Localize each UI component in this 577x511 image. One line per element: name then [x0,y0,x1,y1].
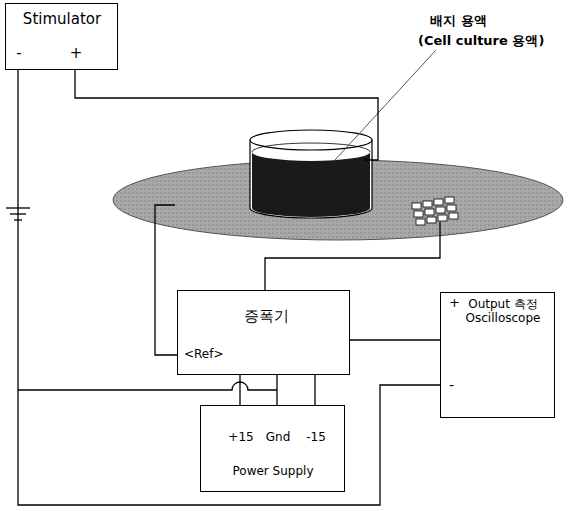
wires [18,70,440,390]
node-text: <Ref> [184,347,224,361]
node-text: -15 [306,430,326,444]
leader-line [335,50,436,160]
wire-connector [276,375,277,405]
node-text: +15 [228,430,253,444]
culture-well [250,130,372,218]
wire-connector [239,375,240,405]
node-text: Output 측정 Oscilloscope [458,297,548,326]
amplifier-box: 증폭기 <Ref> [177,290,350,375]
wire-connector [314,375,315,405]
stimulator-box: Stimulator- + [5,3,118,70]
node-text: 증폭기 [244,307,289,325]
power-supply-box: +15 Gnd -15Power Supply [200,405,345,492]
annotation-label: 배지 용액 [430,12,487,30]
electrode-array [412,197,458,225]
wire-connector [350,339,440,340]
node-text: Stimulator [23,10,101,28]
node-text: + [449,295,460,311]
node-text: - [449,377,454,394]
annotation-label: (Cell culture 용액) [418,32,544,50]
node-text: Gnd [266,430,291,444]
node-text: Power Supply [233,464,314,478]
wire-connector [18,70,440,505]
oscilloscope-box: +Output 측정 Oscilloscope - [440,292,555,418]
node-text: + [70,44,83,62]
node-text: - [16,44,21,62]
